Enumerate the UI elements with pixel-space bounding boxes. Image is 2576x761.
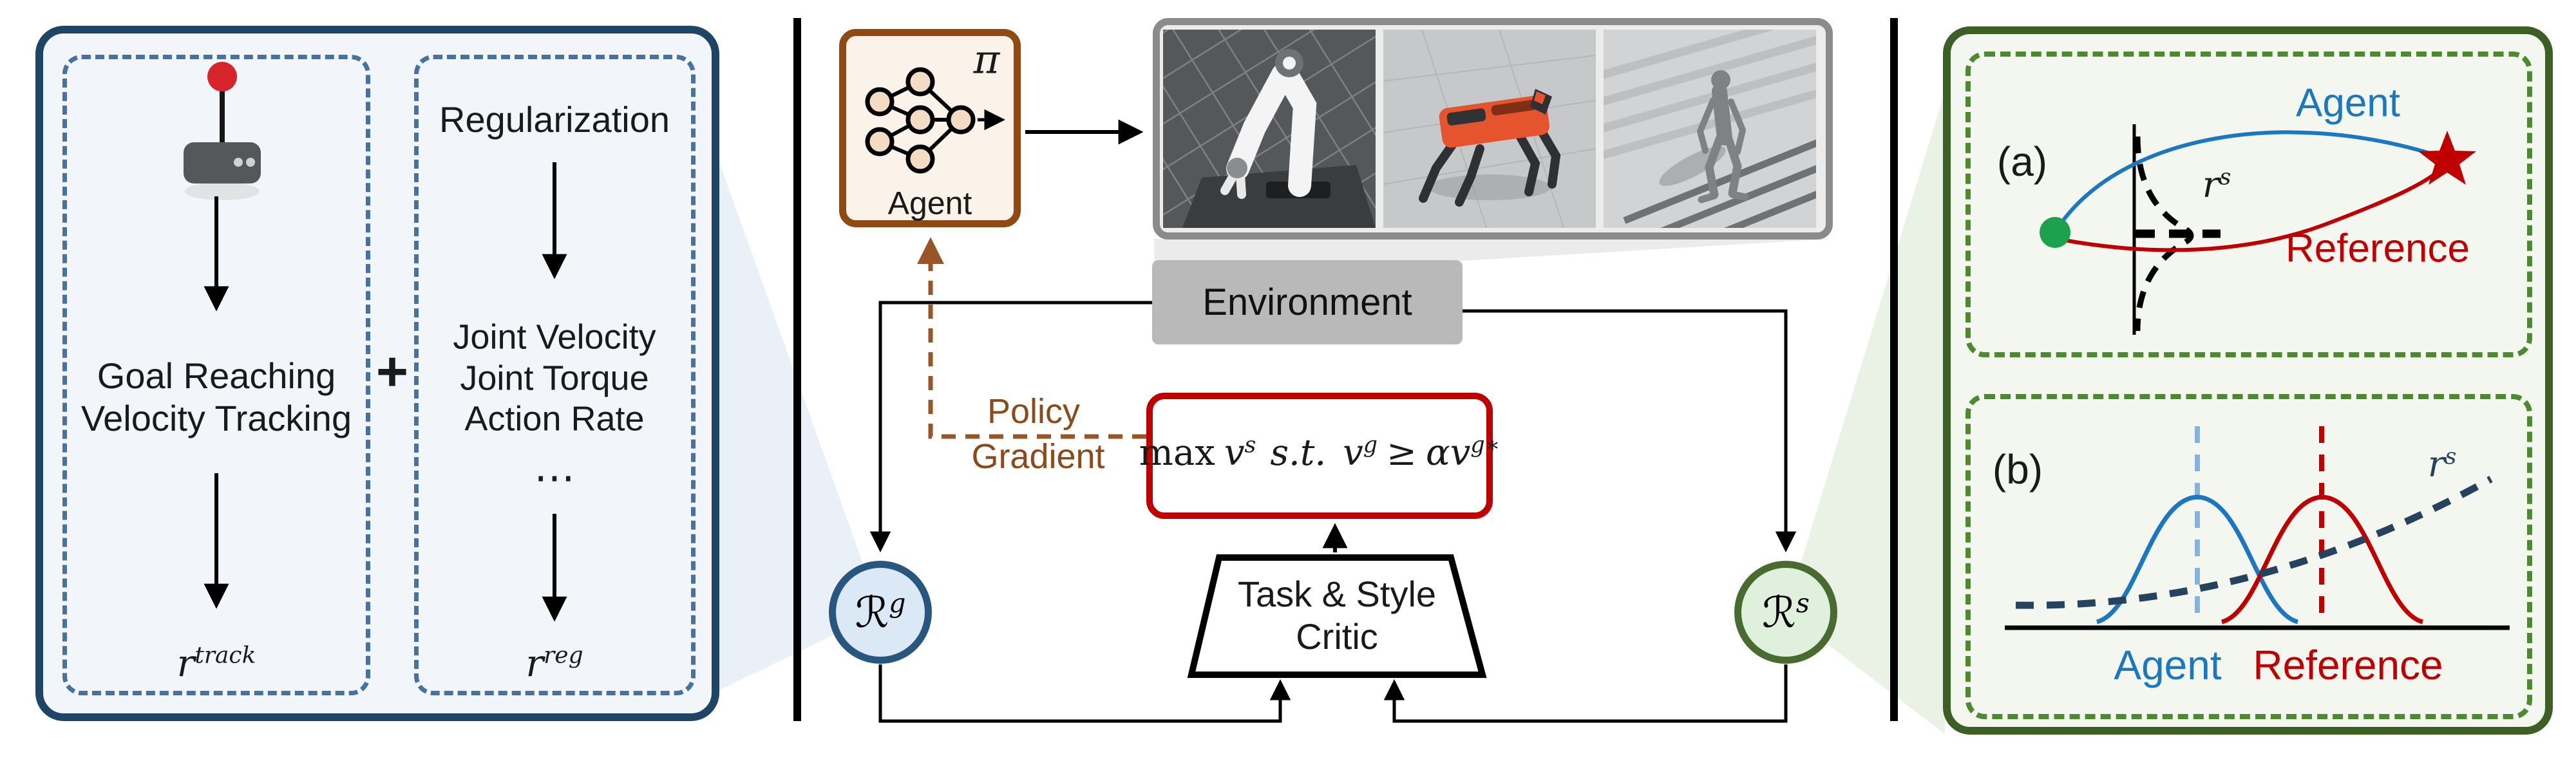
style-reward-node: ℛs [1734,561,1837,664]
critic-label: Task & Style Critic [1238,573,1436,658]
policy-pi-symbol: π [973,35,1000,83]
environment-label: Environment [1202,281,1412,323]
gaussian-kernel-icon [2134,136,2194,332]
agent-distribution-curve [2096,494,2299,625]
panel-b-drawing [2005,426,2510,630]
objective-geq: ≥ [1387,431,1417,474]
task-reward-box [62,55,370,695]
panel-b-agent-label: Agent [2114,642,2222,689]
regularization-title: Regularization [439,99,670,140]
style-reward-curve [2015,476,2493,609]
robot-arm-image [1163,30,1376,228]
critic-trapezoid [1187,554,1487,678]
style-reward-to-critic-line [1383,664,1788,723]
task-reward-terms: Goal Reaching Velocity Tracking [81,355,352,440]
panel-a-drawing [2040,124,2476,335]
regularization-terms: Joint Velocity Joint Torque Action Rate [453,317,656,440]
agent-label: Agent [887,185,972,221]
panel-b-style-reward-symbol: rs [2427,443,2457,485]
objective-st: s.t. [1270,431,1327,474]
critic-label-line2: Critic [1296,616,1378,657]
ellipsis-label: ⋯ [534,454,575,501]
neural-network-icon [865,67,1005,174]
start-dot-icon [2040,217,2070,248]
reference-distribution-curve [2221,494,2424,625]
panel-a-box [1965,52,2532,357]
humanoid-robot-scene [1604,30,1816,228]
policy-gradient-dashed-arrow [917,237,1146,439]
panel-a-agent-label: Agent [2295,80,2401,126]
goal-reaching-label: Goal Reaching [97,355,336,396]
environment-zoom-wedge [1154,239,1831,261]
goal-reward-symbol: ℛ [855,587,889,637]
style-reward-symbol: ℛ [1762,587,1796,637]
panel-a-style-reward-symbol: rs [2202,164,2231,206]
action-rate-label: Action Rate [464,399,645,438]
critic-label-line1: Task & Style [1237,573,1437,614]
goal-star-icon [2418,131,2476,185]
panel-b-label: (b) [1992,446,2043,493]
reg-reward-symbol: rreg [526,641,583,685]
joint-velocity-label: Joint Velocity [453,317,656,357]
objective-max: max [1139,431,1215,474]
track-reward-symbol: rtrack [176,641,256,685]
panel-a-reference-label: Reference [2285,226,2470,271]
quadruped-robot-scene [1383,30,1596,228]
quadruped-robot-image [1383,30,1596,228]
objective-alpha-v: αv [1425,431,1471,474]
objective-vg: v [1343,431,1363,474]
environment-box: Environment [1152,260,1463,344]
style-reward-highlight-wedge [1786,91,1945,734]
reference-trajectory-curve [2060,163,2447,252]
env-to-style-reward-line [1463,309,1797,552]
velocity-tracking-label: Velocity Tracking [80,398,352,438]
joystick-icon [184,62,261,200]
plus-sign: + [375,341,409,403]
regularization-box [414,55,696,695]
agent-trajectory-curve [2058,130,2443,227]
joint-torque-label: Joint Torque [460,359,649,398]
robot-arm-scene [1163,30,1376,228]
goal-reward-to-critic-line [878,664,1291,723]
env-to-goal-reward-line [869,301,1152,552]
policy-gradient-label-1: Policy [987,392,1081,431]
reward-design-panel [35,26,719,721]
objective-vs: v [1224,431,1245,474]
left-divider-line [793,18,801,721]
panel-b-reference-label: Reference [2253,642,2443,689]
right-divider-line [1890,18,1898,721]
policy-gradient-label-2: Gradient [971,437,1105,476]
humanoid-robot-image [1604,30,1816,228]
panel-a-label: (a) [1996,138,2048,185]
panel-b-box [1965,394,2532,719]
objective-box [1146,393,1493,519]
goal-reward-node: ℛg [829,561,932,664]
